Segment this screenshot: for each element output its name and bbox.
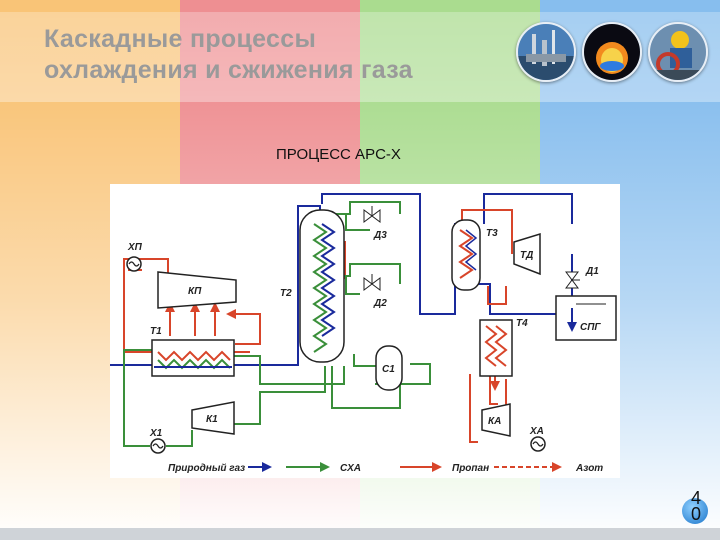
legend-mixed-refrigerant-label: СХА — [340, 463, 361, 474]
cooler-hp — [126, 256, 142, 272]
valve-d1 — [565, 271, 580, 289]
label-kp: КП — [188, 286, 202, 297]
heat-exchanger-t1 — [151, 339, 235, 377]
refinery-photo — [516, 22, 576, 82]
header-photos — [516, 22, 708, 82]
turbine-td — [513, 232, 541, 276]
apcx-process-diagram: ХП КП Т1 Т2 Т3 Т4 Д1 Д2 Д3 ТД С1 СПГ К1 … — [110, 184, 620, 478]
title-line-1: Каскадные процессы — [44, 25, 317, 53]
label-t4: Т4 — [516, 318, 528, 329]
gas-flame-photo — [582, 22, 642, 82]
lng-tank-spg — [555, 295, 617, 341]
title-line-2: охлаждения и сжижения газа — [44, 56, 413, 84]
diagram-legend: Природный газ СХА Пропан Азот — [168, 462, 603, 474]
label-t2: Т2 — [280, 288, 292, 299]
heat-exchanger-t4 — [479, 319, 513, 377]
legend-nitrogen-label: Азот — [575, 463, 603, 474]
slide-title: Каскадные процессы охлаждения и сжижения… — [44, 24, 413, 86]
label-x1: Х1 — [149, 428, 163, 439]
label-td: ТД — [520, 250, 533, 261]
label-ka: КА — [488, 416, 501, 427]
page-number-top: 4 — [690, 488, 701, 508]
process-heading: ПРОЦЕСС APC-X — [276, 146, 401, 163]
label-d1: Д1 — [585, 266, 599, 277]
label-t3: Т3 — [486, 228, 498, 239]
heat-exchanger-t3 — [451, 219, 481, 291]
valve-d3 — [363, 206, 381, 223]
cooler-xa — [530, 436, 546, 452]
footer-bar — [0, 528, 720, 540]
valve-d2 — [363, 274, 381, 291]
page-number-bottom: 0 — [690, 504, 701, 524]
label-t1: Т1 — [150, 326, 162, 337]
compressor-ka — [481, 403, 511, 437]
label-d3: Д3 — [373, 230, 387, 241]
separator-c1 — [375, 345, 403, 391]
cooler-x1 — [150, 438, 166, 454]
label-d2: Д2 — [373, 298, 387, 309]
label-c1: С1 — [382, 364, 395, 375]
compressor-k1 — [191, 401, 235, 435]
page-number-badge — [682, 498, 708, 524]
legend-propane-label: Пропан — [452, 463, 489, 474]
legend-natural-gas-label: Природный газ — [168, 463, 245, 474]
label-spg: СПГ — [580, 322, 601, 333]
worker-valve-photo — [648, 22, 708, 82]
label-xa: ХА — [529, 426, 544, 437]
compressor-kp — [157, 271, 237, 309]
label-hp: ХП — [127, 242, 143, 253]
heat-exchanger-t2 — [299, 209, 345, 363]
page-number: 4 0 — [686, 488, 706, 524]
label-k1: К1 — [206, 414, 218, 425]
